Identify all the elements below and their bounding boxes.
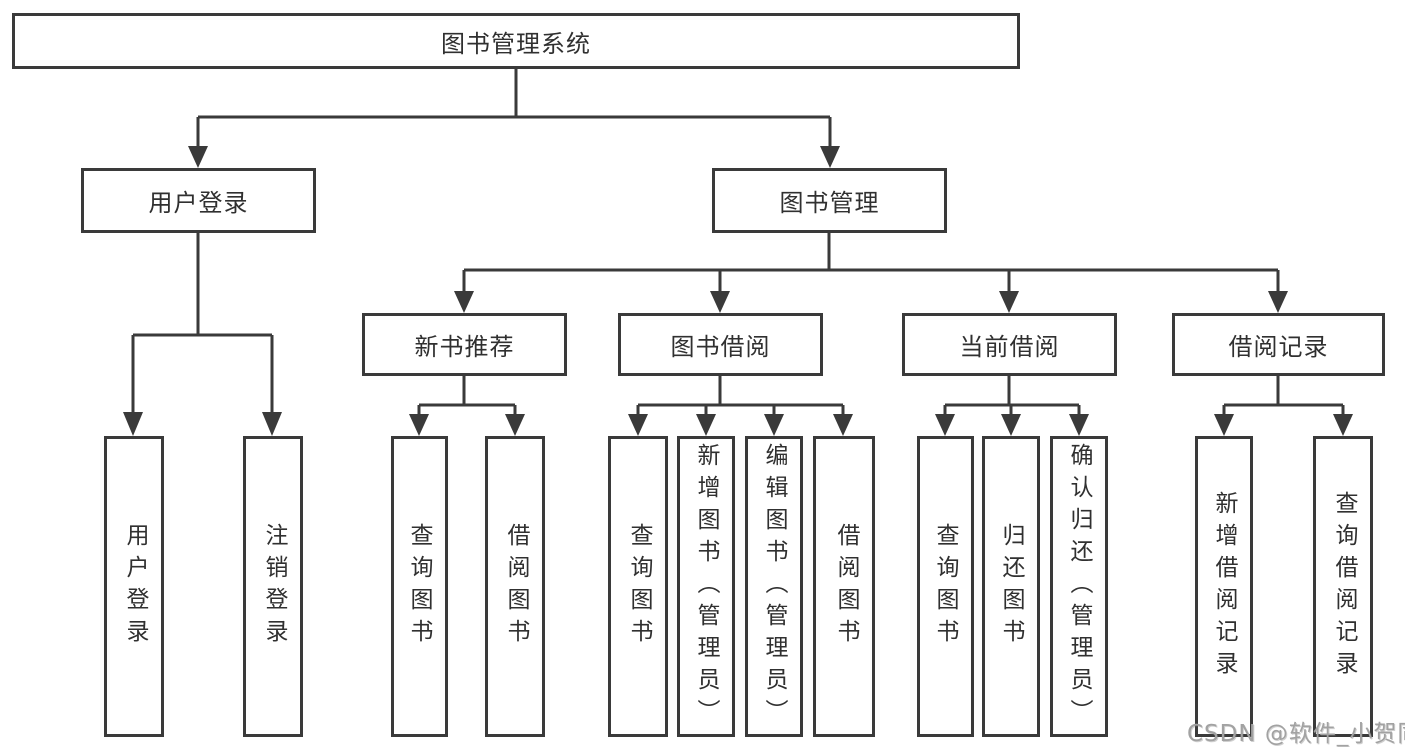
- leaf-query-books-current: 查询图书: [917, 436, 974, 737]
- leaf-query-books-recommend: 查询图书: [391, 436, 448, 737]
- leaf-add-books-admin: 新增图书（管理员）: [677, 436, 735, 737]
- node-book-management: 图书管理: [712, 168, 947, 233]
- leaf-query-borrow-record: 查询借阅记录: [1313, 436, 1373, 737]
- watermark: CSDN @软件_小贺同学: [1187, 721, 1405, 747]
- leaf-confirm-return-admin: 确认归还（管理员）: [1050, 436, 1108, 737]
- node-library-system: 图书管理系统: [12, 13, 1020, 69]
- leaf-logout: 注销登录: [243, 436, 303, 737]
- leaf-query-books-borrowing: 查询图书: [608, 436, 668, 737]
- leaf-borrow-books: 借阅图书: [813, 436, 875, 737]
- leaf-user-login: 用户登录: [104, 436, 164, 737]
- node-current-borrowing: 当前借阅: [902, 313, 1117, 376]
- leaf-return-books: 归还图书: [982, 436, 1040, 737]
- node-book-borrowing: 图书借阅: [618, 313, 823, 376]
- node-user-login: 用户登录: [81, 168, 316, 233]
- leaf-edit-books-admin: 编辑图书（管理员）: [745, 436, 803, 737]
- leaf-add-borrow-record: 新增借阅记录: [1195, 436, 1253, 737]
- leaf-borrow-books-recommend: 借阅图书: [485, 436, 545, 737]
- node-new-book-recommend: 新书推荐: [362, 313, 567, 376]
- node-borrow-records: 借阅记录: [1172, 313, 1385, 376]
